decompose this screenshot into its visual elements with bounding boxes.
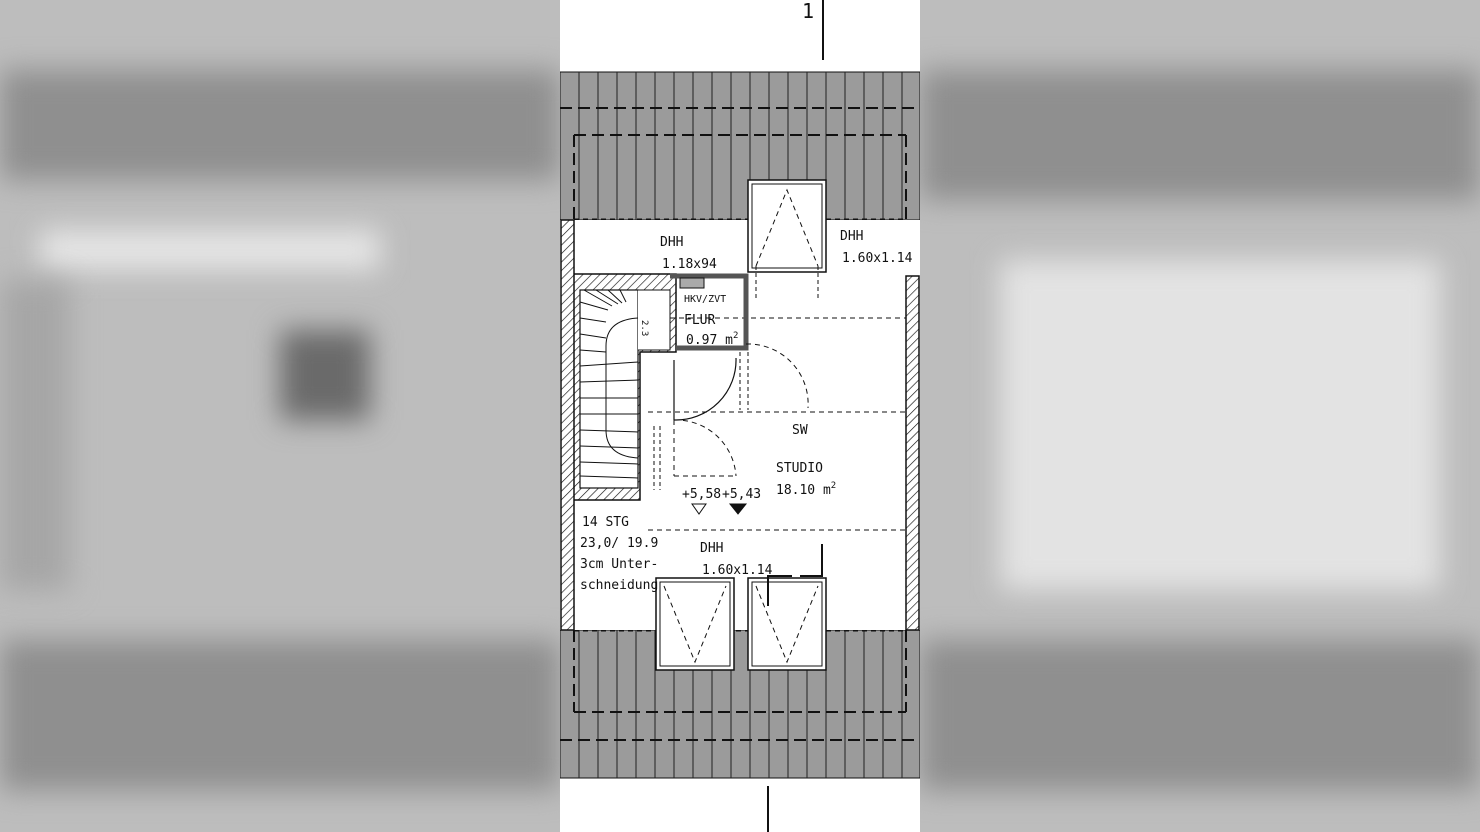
studio-room-name: STUDIO: [776, 461, 823, 476]
flur-door: [673, 357, 737, 421]
roof-overhang-outline: [560, 107, 920, 741]
roof-window-bottom-left: [655, 577, 735, 671]
slope-lines: [574, 218, 906, 632]
background-blur-region: [0, 70, 560, 180]
flur-room-name: FLUR: [684, 313, 715, 328]
service-shaft: [679, 277, 705, 289]
stair-note-line: schneidung: [580, 578, 658, 593]
stair-note-line: 23,0/ 19.9: [580, 536, 658, 551]
section-marker-label: 1: [802, 0, 814, 23]
background-blur-region: [1000, 260, 1440, 590]
window-size-label: 1.60x1.14: [842, 251, 913, 266]
window-size-label: 1.60x1.14: [702, 563, 773, 578]
background-blur-region: [40, 230, 380, 270]
level-label-a: +5,58: [682, 487, 721, 502]
flur-fixture-label: HKV/ZVT: [684, 294, 726, 305]
stair-landing: [638, 289, 671, 351]
flur-room-area: 0.97 m2: [686, 331, 738, 348]
roof-slope-label: SW: [792, 423, 808, 438]
flur-partition-wall: [670, 273, 749, 351]
stair-note-line: 14 STG: [582, 515, 629, 530]
window-type-label: DHH: [660, 235, 683, 250]
stair-note-line: 3cm Unter-: [580, 557, 658, 572]
floor-plan-drawing: 1: [560, 0, 920, 832]
background-blur-region: [0, 280, 70, 590]
background-blur-region: [920, 70, 1480, 200]
studio-room-area: 18.10 m2: [776, 481, 836, 498]
roof-window-bottom-right: [747, 544, 827, 671]
level-label-b: +5,43: [722, 487, 761, 502]
hidden-lines: [653, 352, 749, 490]
roof-plane-bottom: [560, 629, 920, 779]
roof-window-top: [747, 179, 827, 300]
background-blur-region: [920, 640, 1480, 790]
stair-treads: [579, 289, 639, 479]
window-type-label: DHH: [840, 229, 863, 244]
window-type-label: DHH: [700, 541, 723, 556]
wall-left: [560, 219, 575, 631]
wall-right: [905, 275, 920, 631]
window-size-label: 1.18x94: [662, 257, 717, 272]
roof-plane-top: [560, 71, 920, 221]
stair-rise-mark: 2.3: [639, 320, 649, 336]
background-blur-region: [0, 640, 560, 790]
stair-well: [579, 289, 639, 489]
level-marker-open: [691, 503, 707, 515]
level-marker-filled: [728, 503, 748, 515]
studio-door-swing: [673, 343, 809, 477]
background-blur-region: [280, 330, 370, 420]
